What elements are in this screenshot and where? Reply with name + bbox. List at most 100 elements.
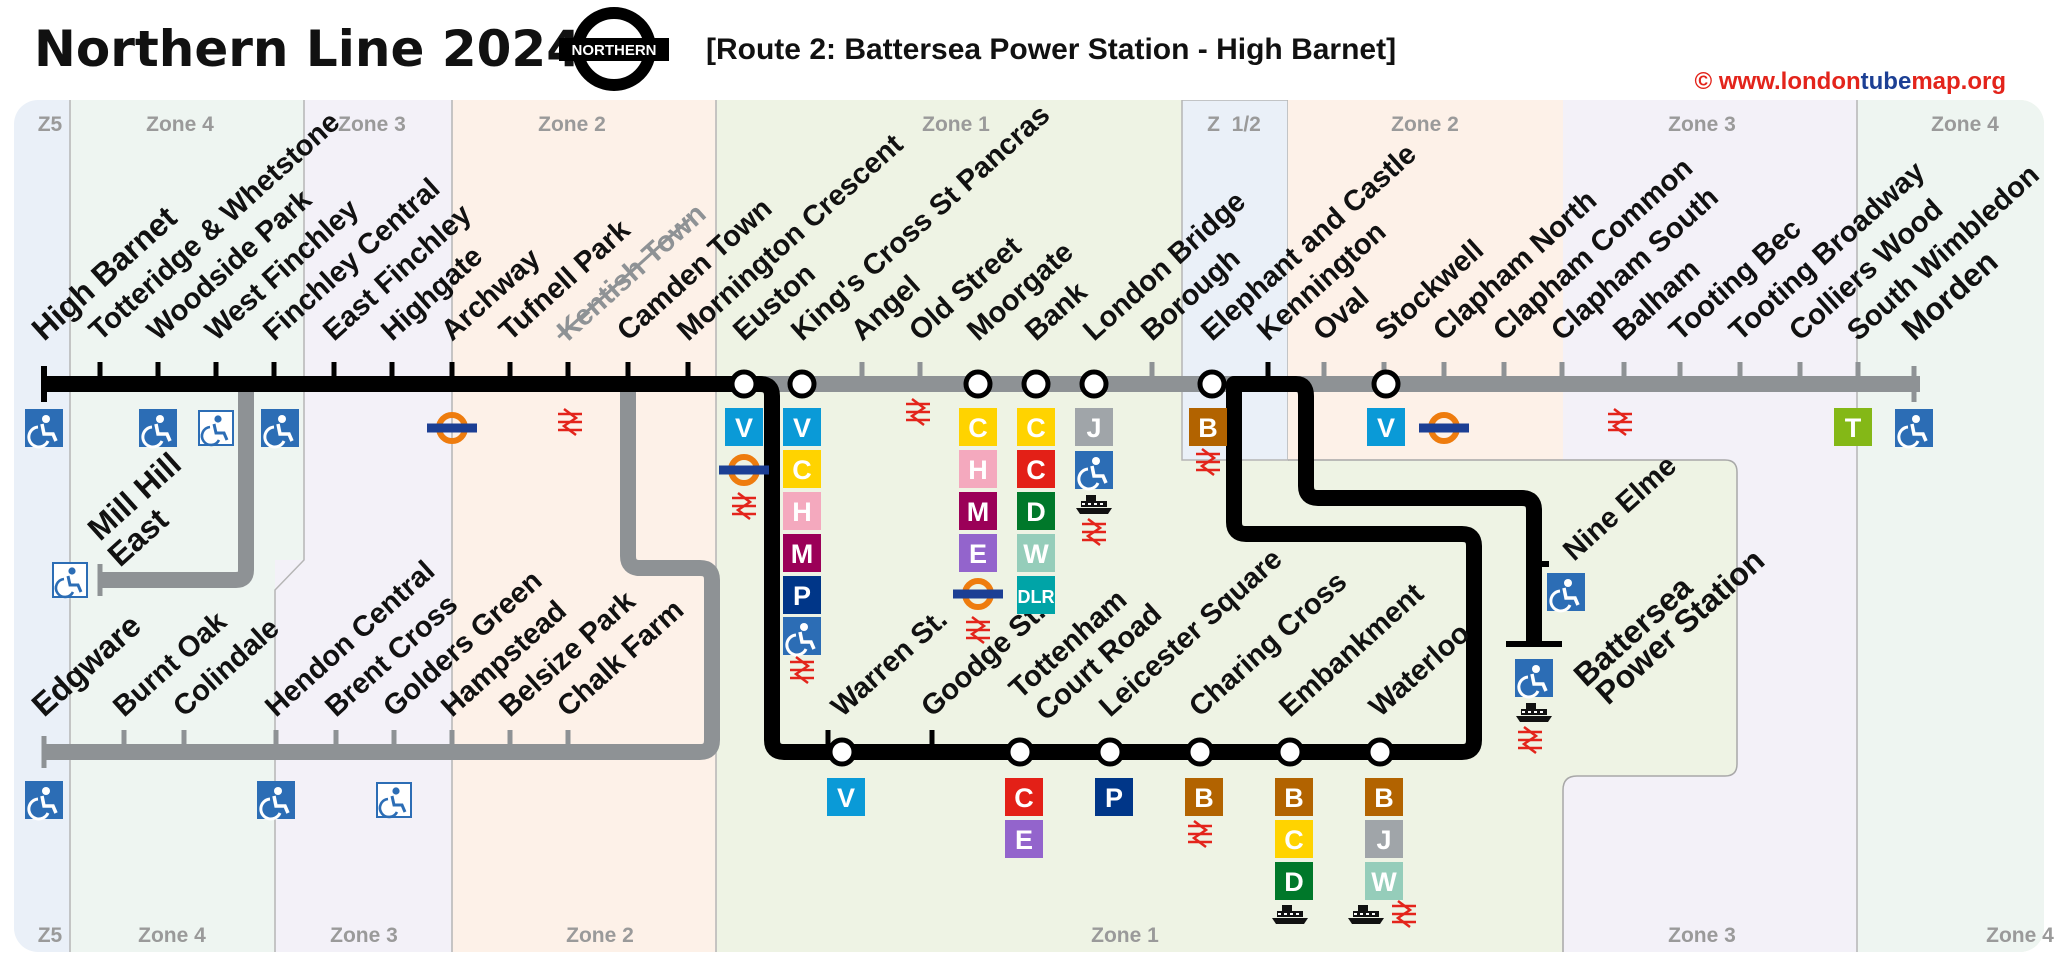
svg-text:C: C (968, 413, 988, 443)
svg-text:Zone 1: Zone 1 (1091, 924, 1159, 947)
svg-text:B: B (1194, 783, 1214, 813)
svg-text:H: H (968, 455, 988, 485)
svg-text:W: W (1023, 539, 1049, 569)
svg-text:M: M (967, 497, 990, 527)
badge-waterloo-j: J (1365, 820, 1403, 858)
badge-tram-t: T (1834, 408, 1872, 446)
svg-text:D: D (1026, 497, 1046, 527)
badge-bank-c2: C (1017, 450, 1055, 488)
svg-text:Z5: Z5 (38, 924, 63, 947)
svg-text:Zone 3: Zone 3 (330, 924, 398, 947)
national-rail-icon (1390, 899, 1418, 929)
svg-text:C: C (792, 455, 812, 485)
svg-text:E: E (1015, 825, 1033, 855)
svg-text:DLR: DLR (1018, 587, 1055, 607)
badge-charing-b: B (1185, 778, 1223, 816)
svg-text:Zone 3: Zone 3 (338, 113, 406, 136)
svg-text:B: B (1198, 413, 1218, 443)
badge-bank-c1: C (1017, 408, 1055, 446)
wheelchair-icon (1073, 449, 1115, 491)
national-rail-icon (1194, 447, 1222, 477)
wheelchair-icon (23, 779, 65, 821)
svg-text:E: E (969, 539, 987, 569)
svg-text:C: C (1026, 455, 1046, 485)
badge-leicester-p: P (1095, 778, 1133, 816)
wheelchair-icon (781, 615, 823, 657)
svg-text:Zone 4: Zone 4 (1986, 924, 2054, 947)
svg-text:Zone 4: Zone 4 (138, 924, 206, 947)
badge-borough-b: B (1189, 408, 1227, 446)
badge-embankment-c: C (1275, 820, 1313, 858)
svg-text:Zone 2: Zone 2 (566, 924, 634, 947)
badge-kx-m: M (783, 534, 821, 572)
badge-warren-v: V (827, 778, 865, 816)
svg-text:M: M (791, 539, 814, 569)
badge-moorgate-m: M (959, 492, 997, 530)
svg-text:NORTHERN: NORTHERN (572, 42, 657, 59)
wheelchair-icon (1893, 407, 1935, 449)
badge-tcr-c: C (1005, 778, 1043, 816)
national-rail-icon (1080, 517, 1108, 547)
black-lines (44, 376, 1542, 760)
national-rail-icon (1516, 725, 1544, 755)
badge-embankment-b: B (1275, 778, 1313, 816)
national-rail-icon (1606, 407, 1634, 437)
credit-link[interactable]: © www.londontubemap.org (1695, 68, 2006, 95)
svg-text:Zone 1: Zone 1 (922, 113, 990, 136)
svg-text:V: V (837, 783, 855, 813)
badge-moorgate-h: H (959, 450, 997, 488)
badge-tcr-e: E (1005, 820, 1043, 858)
svg-text:Z 1/2: Z 1/2 (1207, 113, 1261, 136)
zone-labels-bottom: Z5 Zone 4 Zone 3 Zone 2 Zone 1 Zone 3 Zo… (38, 924, 2054, 947)
svg-text:Zone 3: Zone 3 (1668, 113, 1736, 136)
interchange-circles (729, 369, 1401, 767)
badge-bank-d: D (1017, 492, 1055, 530)
northern-roundel-icon: NORTHERN (559, 7, 669, 91)
badge-kx-h: H (783, 492, 821, 530)
badge-embankment-d: D (1275, 862, 1313, 900)
svg-text:B: B (1284, 783, 1304, 813)
svg-text:V: V (735, 413, 753, 443)
map-title: Northern Line 2024 (34, 20, 581, 78)
zone-labels-top: Z5 Zone 4 Zone 3 Zone 2 Zone 1 Z 1/2 Zon… (38, 113, 1999, 136)
badge-kx-v: V (783, 408, 821, 446)
wheelchair-icon (1513, 657, 1555, 699)
national-rail-icon (964, 615, 992, 645)
svg-text:C: C (1026, 413, 1046, 443)
national-rail-icon (788, 655, 816, 685)
svg-text:H: H (792, 497, 812, 527)
badge-moorgate-e: E (959, 534, 997, 572)
svg-text:Zone 4: Zone 4 (1931, 113, 1999, 136)
national-rail-icon (1186, 819, 1214, 849)
ticks-black (97, 362, 1271, 752)
svg-text:Zone 2: Zone 2 (538, 113, 606, 136)
wheelchair-icon (137, 407, 179, 449)
route-subtitle: [Route 2: Battersea Power Station - High… (706, 33, 1396, 66)
svg-text:P: P (1105, 783, 1123, 813)
svg-text:W: W (1371, 867, 1397, 897)
wheelchair-icon (255, 779, 297, 821)
wheelchair-partial-icon (375, 781, 413, 819)
national-rail-icon (904, 397, 932, 427)
badge-euston-v: V (725, 408, 763, 446)
svg-text:Z5: Z5 (38, 113, 63, 136)
badge-stockwell-v: V (1367, 408, 1405, 446)
national-rail-icon (556, 407, 584, 437)
grey-line-ends (41, 366, 1917, 768)
connection-badges: V V C H M P C H M E C C D W DLR J B V T … (725, 408, 1872, 900)
svg-text:B: B (1374, 783, 1394, 813)
svg-text:D: D (1284, 867, 1304, 897)
svg-text:T: T (1845, 413, 1862, 443)
wheelchair-icon (259, 407, 301, 449)
wheelchair-icon (1545, 571, 1587, 613)
svg-text:C: C (1284, 825, 1304, 855)
wheelchair-icon (23, 407, 65, 449)
svg-text:Zone 3: Zone 3 (1668, 924, 1736, 947)
badge-kx-p: P (783, 576, 821, 614)
badge-kx-c: C (783, 450, 821, 488)
badge-moorgate-c: C (959, 408, 997, 446)
badge-bank-w: W (1017, 534, 1055, 572)
svg-text:V: V (793, 413, 811, 443)
badge-bank-dlr: DLR (1017, 576, 1055, 614)
